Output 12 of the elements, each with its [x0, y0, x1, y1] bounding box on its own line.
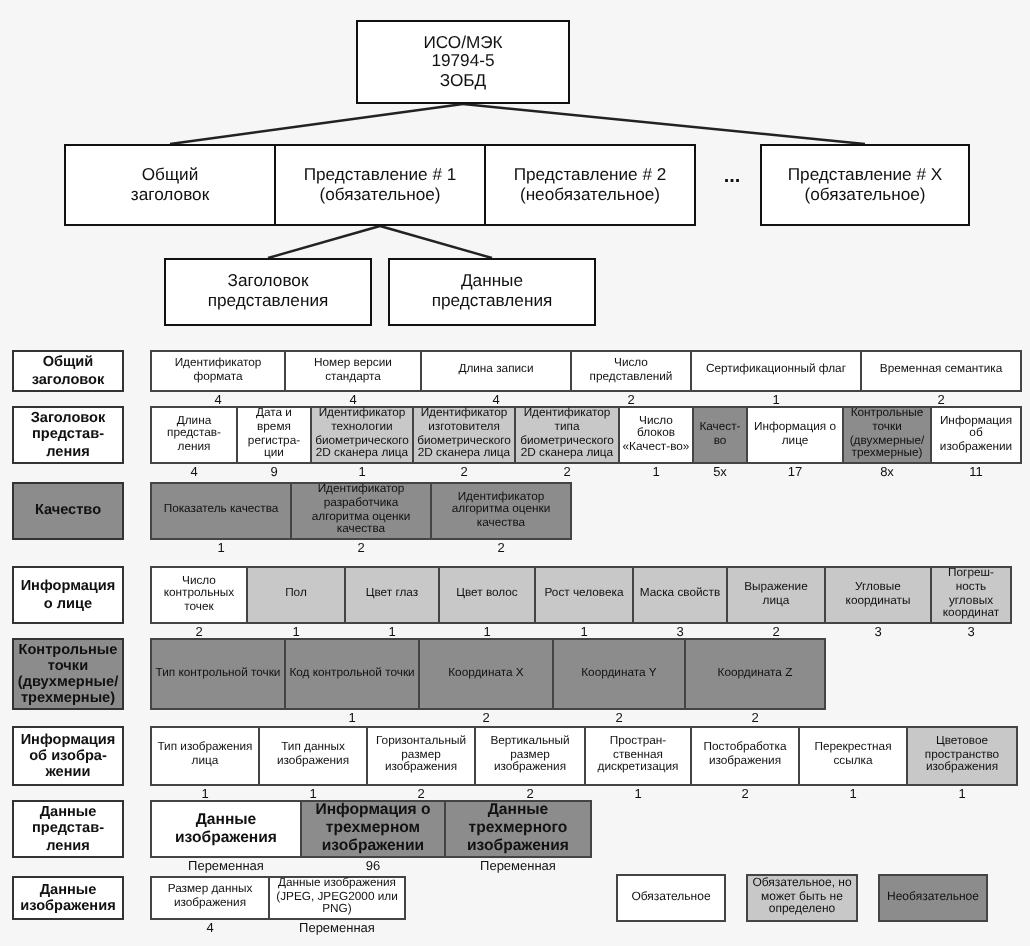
section-box: Представление # 2 (необязательное) — [484, 144, 696, 226]
connector-line — [267, 224, 381, 260]
record-box: ИСО/МЭК 19794-5 ЗОБД — [356, 20, 570, 104]
subsection-box: Заголовок представления — [164, 258, 372, 326]
connector-line — [462, 102, 866, 146]
ellipsis-label: ... — [723, 168, 741, 188]
section-box: Представление # 1 (обязательное) — [274, 144, 486, 226]
connector-line — [379, 224, 493, 260]
section-box: Общий заголовок — [64, 144, 276, 226]
connector-line — [169, 102, 464, 146]
section-box: Представление # X (обязательное) — [760, 144, 970, 226]
subsection-box: Данные представления — [388, 258, 596, 326]
